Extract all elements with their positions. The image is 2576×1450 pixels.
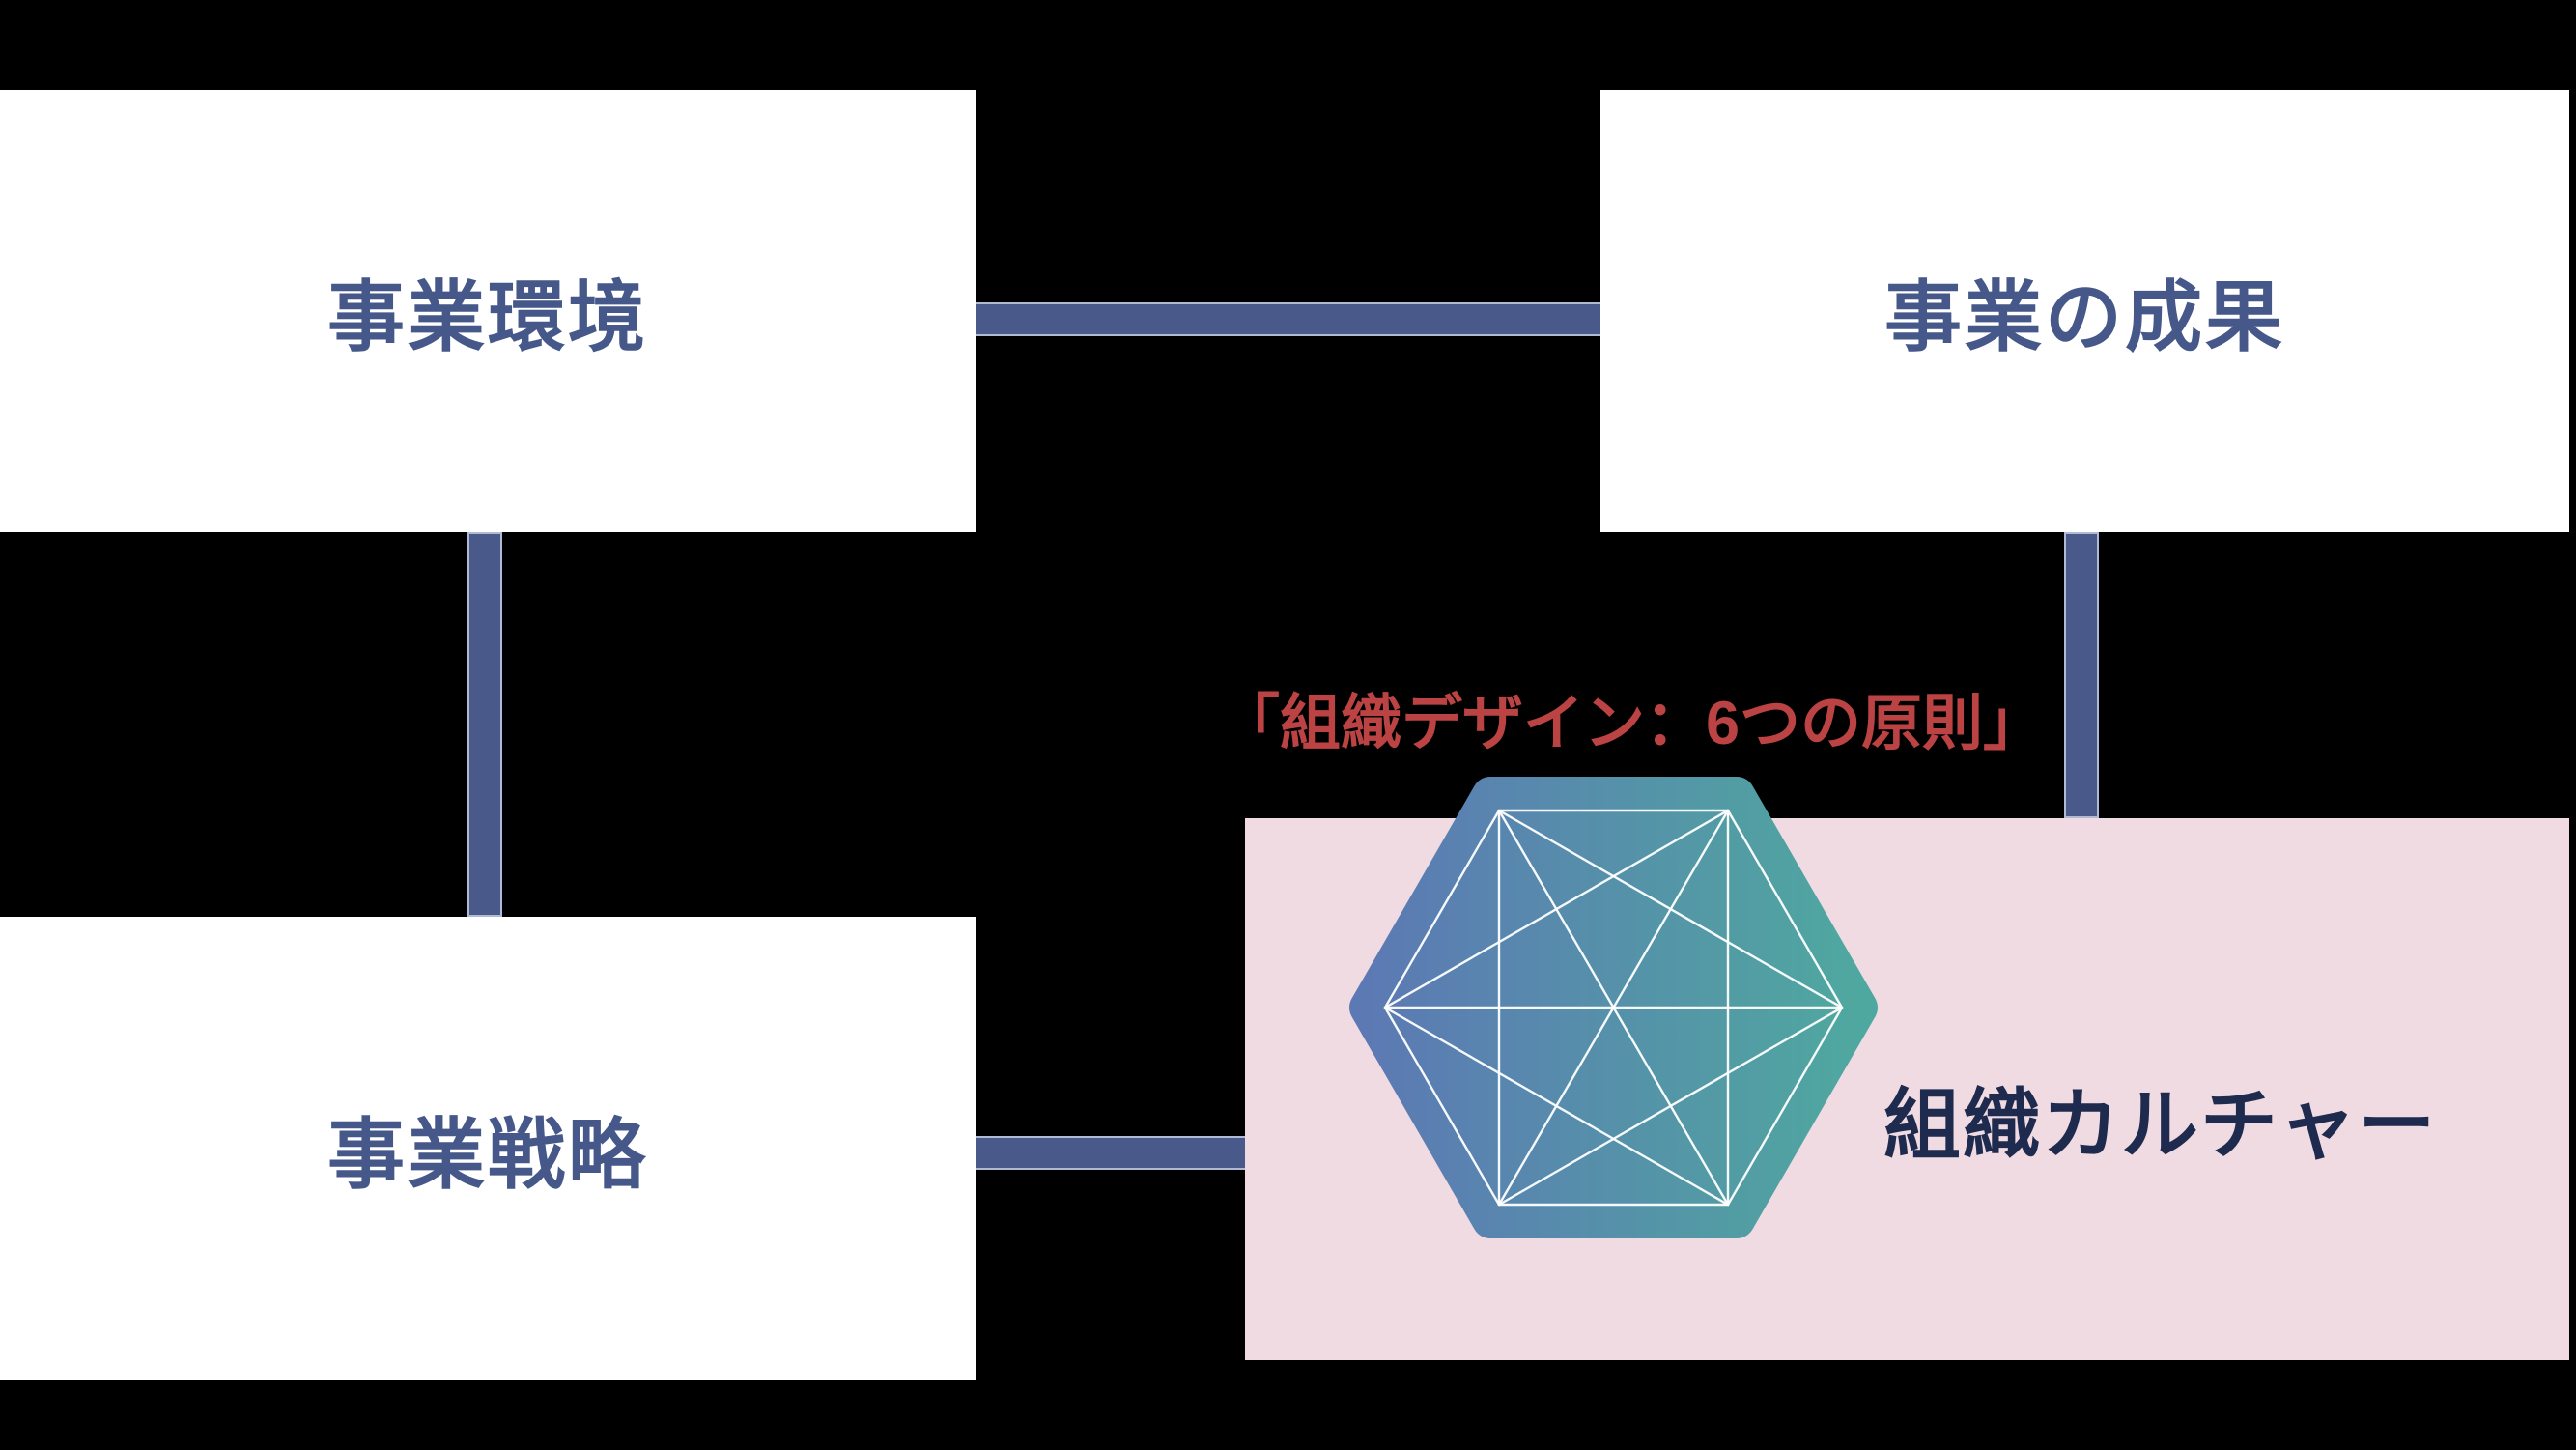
box-business-strategy: 事業戦略	[0, 917, 976, 1380]
business-strategy-label: 事業戦略	[327, 1112, 648, 1198]
connector-top-horizontal	[974, 302, 1602, 336]
org-culture-label: 組織カルチャー	[1883, 1082, 2438, 1168]
connector-right-vertical	[2064, 532, 2099, 818]
connector-left-vertical	[467, 532, 502, 917]
connector-bottom-horizontal	[974, 1136, 1247, 1170]
business-environment-label: 事業環境	[327, 274, 648, 360]
business-outcome-label: 事業の成果	[1884, 274, 2285, 360]
box-business-outcome: 事業の成果	[1600, 90, 2569, 532]
hexagon-network-icon	[1349, 777, 1878, 1238]
box-business-environment: 事業環境	[0, 90, 976, 532]
org-design-annotation: 「組織デザイン：6つの原則」	[1219, 690, 2045, 757]
hexagon-mesh	[1383, 809, 1844, 1207]
